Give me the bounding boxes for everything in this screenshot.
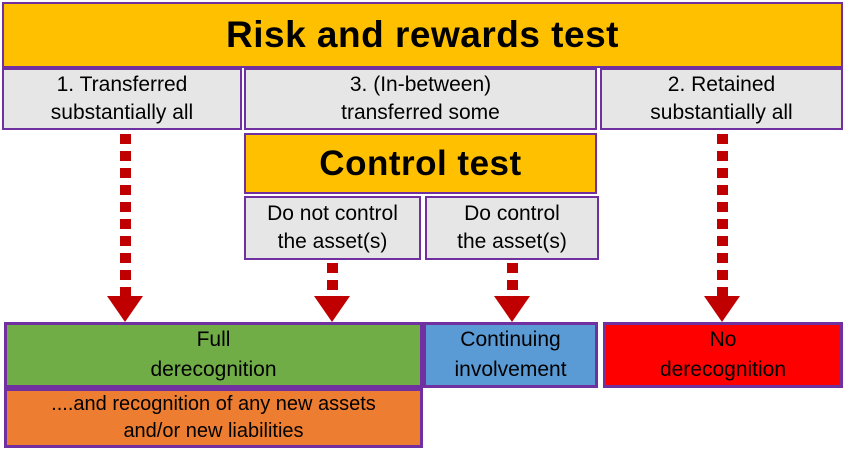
outcome-continuing-involvement: Continuing involvement bbox=[423, 322, 598, 388]
outcome-label-line: Full bbox=[196, 328, 231, 351]
risk-and-rewards-test-header: Risk and rewards test bbox=[2, 2, 843, 68]
control-option-line: Do control bbox=[464, 202, 560, 225]
control-option-line: Do not control bbox=[267, 202, 398, 225]
arrow-head-icon bbox=[704, 296, 740, 322]
arrow-head-icon bbox=[494, 296, 530, 322]
outcome-label-line: derecognition bbox=[150, 358, 277, 381]
control-option-do-not-control: Do not control the asset(s) bbox=[244, 196, 421, 260]
control-test-title: Control test bbox=[319, 143, 522, 183]
arrow-do-not-control-to-full-derecognition bbox=[314, 263, 350, 322]
arrow-dashed-stem bbox=[506, 263, 518, 296]
outcome-label-line: involvement bbox=[454, 358, 567, 381]
arrow-dashed-stem bbox=[326, 263, 338, 296]
control-option-do-control: Do control the asset(s) bbox=[425, 196, 599, 260]
branch-label-line: 2. Retained bbox=[667, 73, 776, 96]
arrow-head-icon bbox=[107, 296, 143, 322]
branch-in-between-transferred-some: 3. (In-between) transferred some bbox=[244, 68, 597, 130]
control-option-line: the asset(s) bbox=[277, 230, 388, 253]
outcome-full-derecognition: Full derecognition bbox=[4, 322, 423, 388]
outcome-label-line: derecognition bbox=[659, 358, 787, 381]
branch-label-line: 1. Transferred bbox=[56, 73, 188, 96]
outcome-label-line: Continuing bbox=[460, 328, 561, 351]
note-line: and/or new liabilities bbox=[123, 420, 304, 442]
note-line: ....and recognition of any new assets bbox=[51, 393, 376, 415]
arrow-retained-to-no-derecognition bbox=[704, 134, 740, 322]
outcome-label-line: No bbox=[709, 328, 737, 351]
branch-label-line: 3. (In-between) bbox=[349, 73, 492, 96]
note-recognition-new-assets-liabilities: ....and recognition of any new assets an… bbox=[4, 388, 423, 448]
arrow-transferred-to-full-derecognition bbox=[107, 134, 143, 322]
arrow-head-icon bbox=[314, 296, 350, 322]
arrow-dashed-stem bbox=[716, 134, 728, 296]
branch-label-line: transferred some bbox=[341, 101, 500, 124]
control-test-header: Control test bbox=[244, 133, 597, 194]
arrow-do-control-to-continuing-involvement bbox=[494, 263, 530, 322]
branch-transferred-substantially-all: 1. Transferred substantially all bbox=[2, 68, 242, 130]
risk-and-rewards-test-title: Risk and rewards test bbox=[226, 14, 619, 55]
outcome-no-derecognition: No derecognition bbox=[603, 322, 843, 388]
branch-label-line: substantially all bbox=[50, 101, 194, 124]
branch-retained-substantially-all: 2. Retained substantially all bbox=[600, 68, 843, 130]
branch-label-line: substantially all bbox=[650, 101, 793, 124]
arrow-dashed-stem bbox=[119, 134, 131, 296]
control-option-line: the asset(s) bbox=[457, 230, 567, 253]
